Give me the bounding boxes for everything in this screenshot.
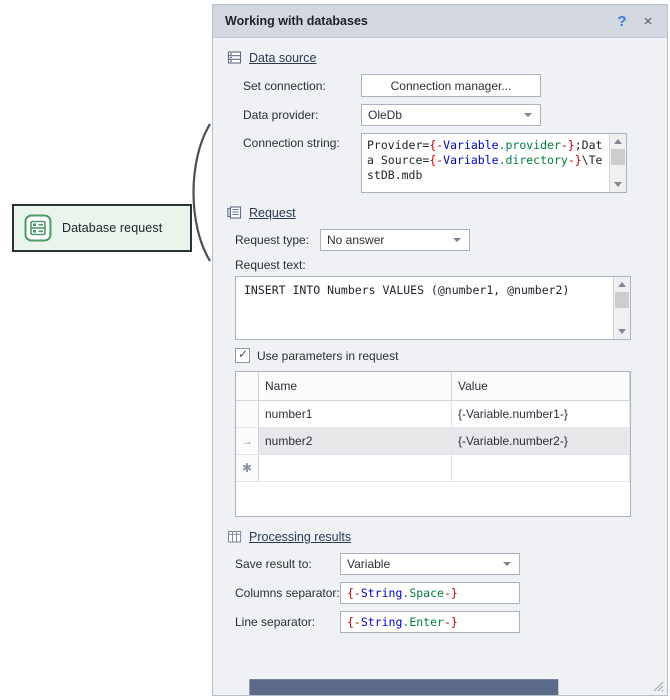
cell-value[interactable]	[451, 454, 630, 482]
connection-string-value: Provider={-Variable.provider-};Data Sour…	[367, 138, 603, 182]
grid-icon	[227, 530, 242, 543]
line-separator-label: Line separator:	[235, 615, 316, 629]
line-separator-input[interactable]: {-String.Enter-}	[340, 611, 520, 633]
table-row[interactable]: →number2{-Variable.number2-}	[236, 427, 630, 455]
connection-string-input[interactable]: Provider={-Variable.provider-};Data Sour…	[361, 133, 627, 193]
node-label: Database request	[62, 221, 163, 235]
table-rows-icon	[227, 51, 242, 64]
chevron-down-icon	[524, 113, 532, 117]
scroll-down-icon[interactable]	[610, 177, 626, 192]
request-text-input[interactable]: INSERT INTO Numbers VALUES (@number1, @n…	[235, 276, 631, 340]
section-title-request: Request	[249, 205, 296, 220]
help-icon[interactable]: ?	[617, 12, 627, 30]
table-row[interactable]: number1{-Variable.number1-}	[236, 400, 630, 428]
section-data-source: Data source	[227, 50, 653, 65]
working-with-databases-dialog: Working with databases ? × Data source S…	[212, 4, 668, 696]
section-request: Request	[227, 205, 653, 220]
set-connection-row: Set connection: Connection manager...	[243, 74, 653, 97]
connection-string-row: Connection string: Provider={-Variable.p…	[243, 133, 653, 193]
cell-name[interactable]	[258, 454, 452, 482]
section-title-data-source: Data source	[249, 50, 317, 65]
save-disk-icon	[249, 679, 559, 695]
dialog-body: Data source Set connection: Connection m…	[213, 38, 667, 695]
save-result-value: Variable	[347, 557, 391, 571]
row-marker[interactable]: →	[236, 427, 259, 455]
close-icon[interactable]: ×	[643, 12, 653, 30]
use-parameters-label: Use parameters in request	[257, 348, 399, 363]
row-marker[interactable]	[236, 400, 259, 428]
save-result-row: Save result to: Variable	[235, 553, 653, 575]
cell-name[interactable]: number2	[258, 427, 452, 455]
request-text-scrollbar[interactable]	[613, 277, 630, 339]
request-type-label: Request type:	[235, 233, 310, 247]
columns-separator-value: {-String.Space-}	[347, 586, 458, 600]
request-type-row: Request type: No answer	[235, 229, 653, 251]
table-row[interactable]: ✱	[236, 454, 630, 482]
connection-manager-button[interactable]: Connection manager...	[361, 74, 541, 97]
check-icon: ✓	[238, 347, 249, 361]
variable-name-label-row: Variable name:	[227, 645, 653, 695]
database-request-node[interactable]: Database request	[12, 204, 192, 252]
data-provider-value: OleDb	[368, 108, 403, 122]
connection-string-label: Connection string:	[243, 136, 340, 150]
parameters-table[interactable]: Name Value number1{-Variable.number1-}→n…	[235, 371, 631, 517]
columns-separator-input[interactable]: {-String.Space-}	[340, 582, 520, 604]
use-parameters-checkbox-row[interactable]: ✓ Use parameters in request	[235, 348, 653, 363]
flow-canvas: Database request	[0, 0, 212, 700]
column-header-value[interactable]: Value	[451, 372, 630, 401]
resize-grip[interactable]	[650, 678, 664, 692]
save-result-select[interactable]: Variable	[340, 553, 520, 575]
database-icon	[24, 214, 52, 242]
use-parameters-checkbox[interactable]: ✓	[235, 348, 250, 363]
request-text-value: INSERT INTO Numbers VALUES (@number1, @n…	[244, 283, 570, 297]
table-header-row: Name Value	[236, 372, 630, 401]
cell-value[interactable]: {-Variable.number2-}	[451, 427, 630, 455]
dialog-title: Working with databases	[225, 14, 368, 28]
set-connection-label: Set connection:	[243, 78, 326, 93]
request-text-label-row: Request text:	[235, 258, 653, 272]
data-provider-label: Data provider:	[243, 108, 319, 122]
variable-name-group: Variable name: rowCount	[227, 645, 653, 695]
cell-value[interactable]: {-Variable.number1-}	[451, 400, 630, 428]
row-selector-header	[236, 372, 259, 401]
chevron-down-icon	[453, 238, 461, 242]
cell-name[interactable]: number1	[258, 400, 452, 428]
data-provider-row: Data provider: OleDb	[243, 104, 653, 126]
row-marker[interactable]: ✱	[236, 454, 259, 482]
line-separator-value: {-String.Enter-}	[347, 615, 458, 629]
data-provider-select[interactable]: OleDb	[361, 104, 541, 126]
save-result-label: Save result to:	[235, 557, 312, 571]
request-text-label: Request text:	[235, 258, 306, 272]
document-icon	[227, 206, 242, 219]
request-type-value: No answer	[327, 233, 385, 247]
scrollbar-thumb[interactable]	[615, 292, 629, 308]
connection-string-scrollbar[interactable]	[609, 134, 626, 192]
columns-separator-label: Columns separator:	[235, 586, 340, 600]
section-title-processing-results: Processing results	[249, 529, 352, 544]
dialog-titlebar: Working with databases ? ×	[213, 5, 667, 38]
request-type-select[interactable]: No answer	[320, 229, 470, 251]
scroll-down-icon[interactable]	[614, 324, 630, 339]
scroll-up-icon[interactable]	[614, 277, 630, 292]
columns-separator-row: Columns separator: {-String.Space-}	[235, 582, 653, 604]
line-separator-row: Line separator: {-String.Enter-}	[235, 611, 653, 633]
scrollbar-thumb[interactable]	[611, 149, 625, 165]
chevron-down-icon	[503, 562, 511, 566]
section-processing-results: Processing results	[227, 529, 653, 544]
column-header-name[interactable]: Name	[258, 372, 452, 401]
scroll-up-icon[interactable]	[610, 134, 626, 149]
